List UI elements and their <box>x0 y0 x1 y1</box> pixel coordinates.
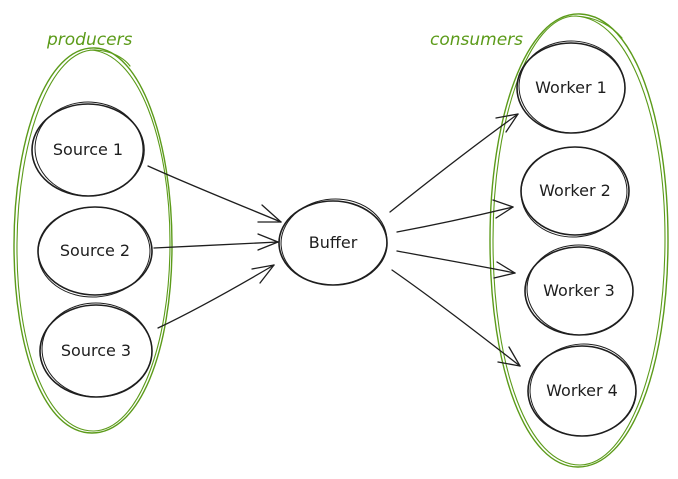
node-source-2[interactable]: Source 2 <box>36 204 153 300</box>
worker-4-label: Worker 4 <box>546 381 618 400</box>
edge-source1-buffer <box>147 165 282 223</box>
source-3-label: Source 3 <box>61 341 131 360</box>
edge-source2-buffer <box>153 233 279 251</box>
node-worker-1[interactable]: Worker 1 <box>516 38 628 135</box>
edge-buffer-worker3 <box>396 250 516 279</box>
worker-2-label: Worker 2 <box>539 181 611 200</box>
edge-buffer-worker4 <box>391 269 521 367</box>
node-worker-4[interactable]: Worker 4 <box>527 341 639 438</box>
source-2-label: Source 2 <box>60 241 130 260</box>
buffer-label: Buffer <box>309 233 358 252</box>
edge-buffer-worker2 <box>396 199 514 233</box>
edge-buffer-worker1 <box>389 113 519 213</box>
node-worker-3[interactable]: Worker 3 <box>524 241 636 338</box>
worker-3-label: Worker 3 <box>543 281 615 300</box>
producers-label: producers <box>46 30 133 50</box>
edges-out <box>389 113 521 367</box>
worker-1-label: Worker 1 <box>535 78 607 97</box>
edges-in <box>147 165 282 329</box>
consumers-group <box>489 13 669 468</box>
producers-group <box>13 47 173 434</box>
node-source-1[interactable]: Source 1 <box>31 99 145 199</box>
node-source-3[interactable]: Source 3 <box>39 299 155 400</box>
node-buffer[interactable]: Buffer <box>278 195 390 288</box>
source-1-label: Source 1 <box>53 140 123 159</box>
consumers-label: consumers <box>430 30 523 50</box>
edge-source3-buffer <box>157 264 275 329</box>
node-worker-2[interactable]: Worker 2 <box>519 144 630 239</box>
